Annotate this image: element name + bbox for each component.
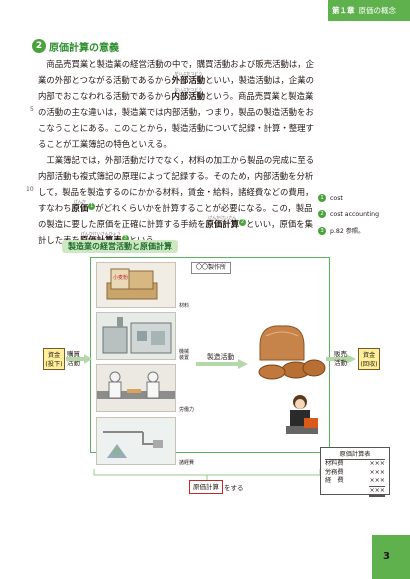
chapter-number: 第１章 (332, 6, 355, 15)
factory-name-label: 〇〇製作所 (191, 262, 231, 274)
para2-line3: して，製品を製造するのにかかる材料，賃金・給料，諸経費などの費用， (38, 187, 314, 197)
para2-line2: 内部活動も複式簿記の原理によって記録する。そのため，内部活動を分析 (38, 171, 314, 181)
cost-accounting-box: 原価計算 (189, 480, 223, 494)
chapter-title: 原価の概念 (358, 6, 397, 15)
cost-sheet-title: 原価計算表 (325, 450, 385, 460)
factory-machine-icon (97, 313, 175, 359)
para1-line3: 内部でおこなわれる活動であるから内部活動ないぶかつどうという。商品売買業と製造業 (38, 87, 314, 101)
workers-icon (97, 365, 175, 411)
label-expense: 諸経費 (179, 460, 195, 466)
expense-illustration (96, 417, 176, 465)
line-number-5: 5 (30, 106, 34, 113)
purchasing-activity-label: 購買 活動 (67, 350, 80, 367)
utilities-icon (97, 418, 175, 464)
svg-text:小麦粉: 小麦粉 (113, 274, 128, 281)
flour-sacks-icon: 小麦粉 (97, 263, 175, 307)
note-ref-3: 3 (121, 235, 129, 242)
material-illustration: 小麦粉 (96, 262, 176, 308)
paragraph-2: 工業簿記では，外部活動だけでなく，材料の加工から製品の完成に至る 内部活動も複式… (38, 152, 330, 248)
arrow-into-factory-icon (66, 354, 92, 364)
table-row: 経 費××× (321, 477, 389, 487)
labor-illustration (96, 364, 176, 412)
office-worker-icon (286, 395, 318, 434)
cost-sheet-table: 原価計算表 材料費××× 労務費××× 経 費××× ××× (320, 447, 390, 497)
arrow-out-of-factory-icon (326, 354, 356, 364)
term-cost: 原価 (71, 203, 89, 213)
label-machine: 機械 装置 (179, 349, 190, 361)
para1-line6: ることが工業簿記の特色といえる。 (38, 139, 172, 149)
para1-line2: 業の外部とつながる活動であるから外部活動がいぶかつどうといい，製造活動は，企業の (38, 71, 314, 85)
funds-recovered-box: 資金 (回収) (358, 348, 380, 370)
page-number: 3 (383, 551, 390, 562)
label-labor: 労働力 (179, 407, 195, 413)
term-cost-accounting: 原価計算 (205, 219, 240, 229)
paragraph-1: 商品売買業と製造業の経営活動の中で，購買活動および販売活動は，企 業の外部とつな… (38, 56, 330, 152)
para2-line1: 工業簿記では，外部活動だけでなく，材料の加工から製品の完成に至る (46, 155, 315, 165)
diagram-title: 製造業の経営活動と原価計算 (62, 240, 178, 253)
note-ref-1: 1 (88, 203, 96, 210)
machine-illustration (96, 312, 176, 360)
table-row: 材料費××× (325, 460, 385, 467)
chapter-tab: 第１章原価の概念 (328, 0, 410, 21)
term-internal-activity: 内部活動 (171, 91, 206, 101)
factory-frame (90, 257, 330, 453)
para1-line1: 商品売買業と製造業の経営活動の中で，購買活動および販売活動は，企 (46, 59, 315, 69)
page-number-tab (372, 535, 410, 579)
para1-line4: の活動の主な違いは，製造業では内部活動，つまり，製品の製造活動をお (38, 107, 314, 117)
section-number-badge: 2 (32, 39, 46, 53)
manufacturing-activity-label: 製造活動 (207, 353, 235, 361)
bread-products-icon (258, 325, 326, 380)
term-external-activity: 外部活動 (171, 75, 206, 85)
label-material: 材料 (179, 303, 190, 309)
sales-activity-label: 販売 活動 (334, 350, 347, 367)
note-ref-2: 2 (239, 219, 246, 226)
table-row: ××× (321, 487, 389, 497)
section-title: 原価計算の意義 (49, 42, 119, 54)
perform-label: をする (224, 484, 244, 492)
table-row: 労務費××× (325, 468, 385, 476)
section-heading: 2 原価計算の意義 (32, 38, 119, 54)
manufacturing-arrow-icon (196, 359, 248, 369)
funds-invested-box: 資金 (投下) (43, 348, 65, 370)
para1-line5: こなうことにある。このことから，製造活動について記録・計算・整理す (38, 123, 314, 133)
brace-line-icon (93, 469, 321, 480)
line-number-10: 10 (26, 186, 34, 193)
